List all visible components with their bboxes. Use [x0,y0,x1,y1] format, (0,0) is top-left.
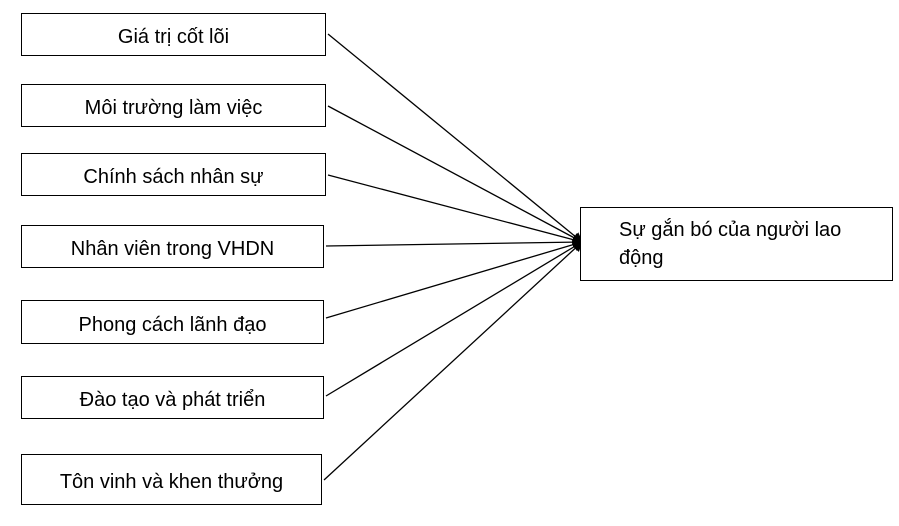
arrow-3 [327,174,584,245]
arrow-4 [325,236,584,248]
factor-box-training: Đào tạo và phát triển [21,376,324,419]
factor-label: Môi trường làm việc [84,97,263,119]
factor-label: Chính sách nhân sự [83,166,264,188]
arrow-2 [327,105,584,243]
outcome-label: Sự gắn bó của người lao động [619,219,842,269]
factor-box-recognition: Tôn vinh và khen thưởng [21,454,322,505]
arrow-6 [325,241,584,397]
factor-box-leadership: Phong cách lãnh đạo [21,300,324,344]
factor-box-work-environment: Môi trường làm việc [21,84,326,127]
factor-label: Tôn vinh và khen thưởng [59,471,284,493]
factor-box-employees: Nhân viên trong VHDN [21,225,324,268]
factor-label: Giá trị cốt lõi [117,26,230,48]
arrow-7 [323,241,583,481]
factor-label: Phong cách lãnh đạo [78,313,267,336]
arrow-5 [325,239,584,319]
outcome-box: Sự gắn bó của người lao động [580,207,893,281]
factor-box-core-values: Giá trị cốt lõi [21,13,326,56]
factor-label: Đào tạo và phát triển [79,389,266,411]
arrow-1 [327,33,584,243]
factor-box-hr-policy: Chính sách nhân sự [21,153,326,196]
factor-label: Nhân viên trong VHDN [70,238,275,260]
